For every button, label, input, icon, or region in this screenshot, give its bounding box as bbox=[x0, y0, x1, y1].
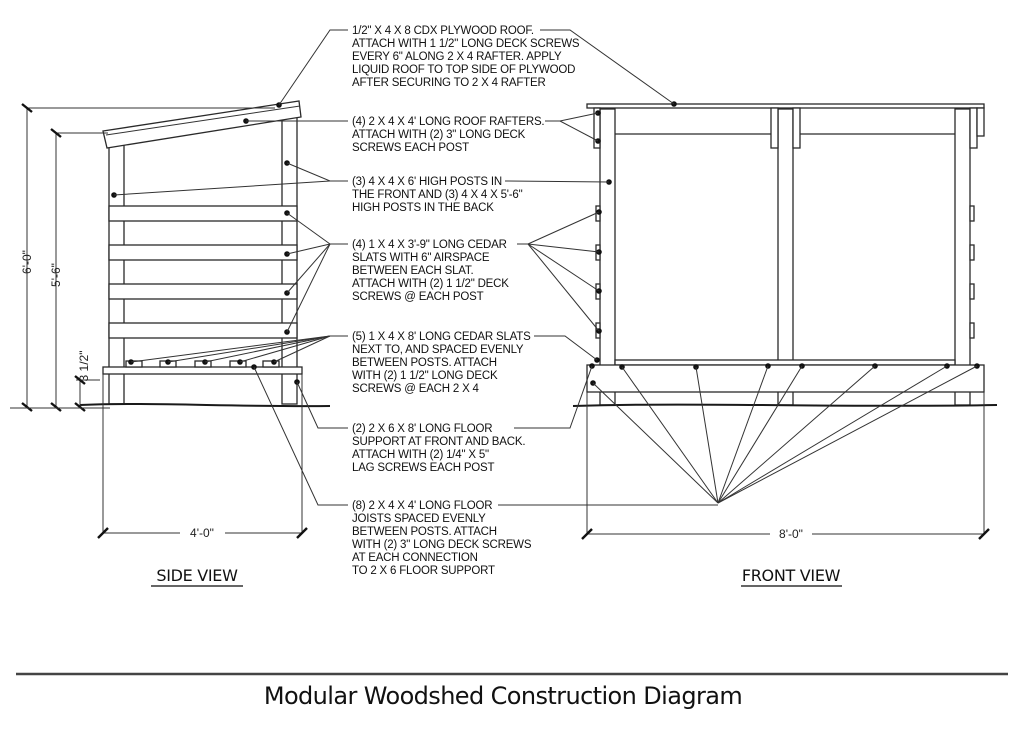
front-roof bbox=[586, 103, 985, 109]
svg-text:(3) 4 X 4 X 6' HIGH POSTS IN: (3) 4 X 4 X 6' HIGH POSTS IN bbox=[352, 176, 502, 188]
svg-text:(8) 2 X 4 X 4' LONG FLOOR: (8) 2 X 4 X 4' LONG FLOOR bbox=[352, 500, 492, 512]
svg-text:WITH (2) 3" LONG DECK SCREWS: WITH (2) 3" LONG DECK SCREWS bbox=[352, 539, 532, 551]
leader-lines bbox=[113, 29, 978, 506]
side-view bbox=[79, 100, 331, 533]
svg-text:SCREWS EACH POST: SCREWS EACH POST bbox=[352, 142, 469, 154]
front-floor-support bbox=[586, 364, 985, 393]
note-roof: 1/2" X 4 X 8 CDX PLYWOOD ROOF. ATTACH WI… bbox=[352, 25, 580, 89]
svg-text:LIQUID ROOF TO TOP SIDE OF PLY: LIQUID ROOF TO TOP SIDE OF PLYWOOD bbox=[352, 64, 575, 76]
svg-text:EVERY 6" ALONG 2 X 4 RAFTER. A: EVERY 6" ALONG 2 X 4 RAFTER. APPLY bbox=[352, 51, 562, 63]
front-view bbox=[572, 101, 998, 535]
side-slats bbox=[108, 205, 298, 339]
note-floor-support: (2) 2 X 6 X 8' LONG FLOOR SUPPORT AT FRO… bbox=[352, 423, 526, 474]
svg-text:LAG SCREWS EACH POST: LAG SCREWS EACH POST bbox=[352, 462, 495, 474]
svg-text:JOISTS SPACED EVENLY: JOISTS SPACED EVENLY bbox=[352, 513, 486, 525]
svg-text:SCREWS @ EACH 2 X 4: SCREWS @ EACH 2 X 4 bbox=[352, 383, 480, 395]
front-width-dimension bbox=[581, 528, 990, 540]
svg-text:ATTACH WITH 1 1/2" LONG DECK S: ATTACH WITH 1 1/2" LONG DECK SCREWS bbox=[352, 38, 580, 50]
side-callout-dots bbox=[111, 102, 300, 385]
svg-text:BETWEEN POSTS. ATTACH: BETWEEN POSTS. ATTACH bbox=[352, 357, 497, 369]
svg-text:HIGH POSTS IN THE BACK: HIGH POSTS IN THE BACK bbox=[352, 202, 494, 214]
note-side-slats: (4) 1 X 4 X 3'-9" LONG CEDAR SLATS WITH … bbox=[352, 239, 509, 303]
svg-text:(2) 2 X 6 X 8' LONG FLOOR: (2) 2 X 6 X 8' LONG FLOOR bbox=[352, 423, 492, 435]
svg-text:AFTER SECURING TO 2 X 4 RAFTER: AFTER SECURING TO 2 X 4 RAFTER bbox=[352, 77, 546, 89]
svg-text:1/2" X 4 X 8 CDX PLYWOOD ROOF.: 1/2" X 4 X 8 CDX PLYWOOD ROOF. bbox=[352, 25, 534, 37]
svg-text:ATTACH WITH (2) 1/4" X 5": ATTACH WITH (2) 1/4" X 5" bbox=[352, 449, 489, 461]
svg-text:AT EACH CONNECTION: AT EACH CONNECTION bbox=[352, 552, 478, 564]
front-width-label: 8'-0" bbox=[779, 527, 803, 541]
svg-text:WITH (2) 1 1/2" LONG DECK: WITH (2) 1 1/2" LONG DECK bbox=[352, 370, 498, 382]
svg-text:THE FRONT AND (3) 4 X 4 X 5'-6: THE FRONT AND (3) 4 X 4 X 5'-6" bbox=[352, 189, 523, 201]
side-width-label: 4'-0" bbox=[190, 526, 214, 540]
svg-text:ATTACH WITH (2) 3" LONG DECK: ATTACH WITH (2) 3" LONG DECK bbox=[352, 129, 526, 141]
svg-text:(4) 2 X 4 X 4' LONG ROOF RAFTE: (4) 2 X 4 X 4' LONG ROOF RAFTERS. bbox=[352, 116, 544, 128]
note-floor-joists: (8) 2 X 4 X 4' LONG FLOOR JOISTS SPACED … bbox=[352, 500, 532, 577]
svg-text:BETWEEN EACH SLAT.: BETWEEN EACH SLAT. bbox=[352, 265, 473, 277]
svg-text:(4) 1 X 4 X 3'-9" LONG CEDAR: (4) 1 X 4 X 3'-9" LONG CEDAR bbox=[352, 239, 507, 251]
side-height-dimensions bbox=[10, 103, 275, 412]
svg-text:NEXT TO, AND SPACED EVENLY: NEXT TO, AND SPACED EVENLY bbox=[352, 344, 524, 356]
side-floor-support bbox=[102, 366, 303, 375]
svg-text:SUPPORT AT FRONT AND BACK.: SUPPORT AT FRONT AND BACK. bbox=[352, 436, 525, 448]
side-width-dimension bbox=[97, 527, 308, 539]
side-view-label: SIDE VIEW bbox=[156, 566, 238, 585]
front-post-left bbox=[599, 108, 616, 406]
svg-text:TO 2 X 6 FLOOR SUPPORT: TO 2 X 6 FLOOR SUPPORT bbox=[352, 565, 495, 577]
dim-front-height: 6'-0" bbox=[20, 250, 34, 274]
side-ground-line bbox=[79, 403, 331, 408]
note-rafters: (4) 2 X 4 X 4' LONG ROOF RAFTERS. ATTACH… bbox=[352, 116, 545, 154]
note-posts: (3) 4 X 4 X 6' HIGH POSTS IN THE FRONT A… bbox=[352, 176, 523, 214]
svg-text:ATTACH WITH (2) 1 1/2" DECK: ATTACH WITH (2) 1 1/2" DECK bbox=[352, 278, 509, 290]
side-back-post bbox=[108, 132, 125, 405]
dim-floor-height: 3 1/2" bbox=[77, 351, 91, 382]
front-ground-line bbox=[572, 403, 998, 407]
svg-text:BETWEEN POSTS. ATTACH: BETWEEN POSTS. ATTACH bbox=[352, 526, 497, 538]
front-view-label: FRONT VIEW bbox=[742, 566, 841, 585]
note-floor-slats: (5) 1 X 4 X 8' LONG CEDAR SLATS NEXT TO,… bbox=[352, 331, 531, 395]
svg-text:SCREWS @ EACH POST: SCREWS @ EACH POST bbox=[352, 291, 484, 303]
svg-text:(5) 1 X 4 X 8' LONG CEDAR SLAT: (5) 1 X 4 X 8' LONG CEDAR SLATS bbox=[352, 331, 531, 343]
dim-back-height: 5'-6" bbox=[49, 263, 63, 287]
diagram-title: Modular Woodshed Construction Diagram bbox=[264, 682, 742, 710]
front-post-right bbox=[954, 108, 971, 406]
front-floor-slats bbox=[614, 359, 956, 366]
svg-text:SLATS WITH 6" AIRSPACE: SLATS WITH 6" AIRSPACE bbox=[352, 252, 490, 264]
